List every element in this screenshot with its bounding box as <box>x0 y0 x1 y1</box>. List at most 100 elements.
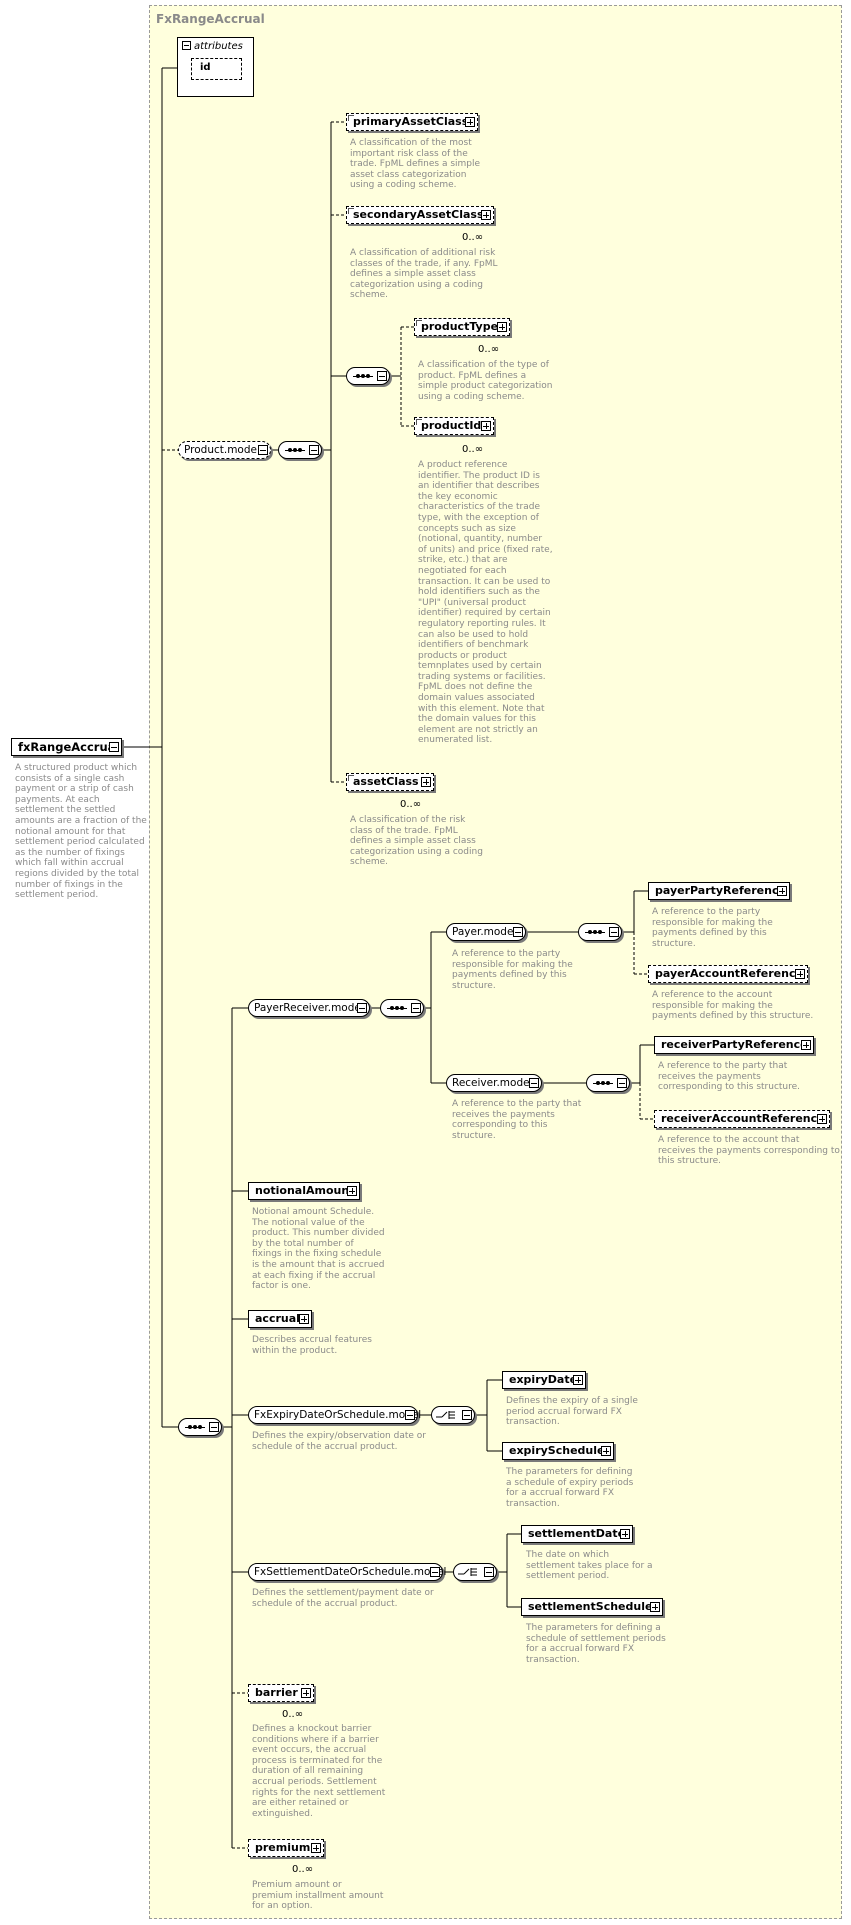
element-expiryDate[interactable]: expiryDate <box>502 1371 586 1389</box>
collapse-icon[interactable] <box>462 1410 472 1420</box>
receiver-model-description: A reference to the party that receives t… <box>452 1099 582 1141</box>
group-fx-settlement-date-or-schedule[interactable]: FxSettlementDateOrSchedule.model <box>248 1563 446 1581</box>
accrual-description: Describes accrual features within the pr… <box>252 1335 372 1356</box>
sequence-compositor-main[interactable] <box>178 1418 222 1436</box>
attributes-box[interactable]: attributes id <box>177 37 254 97</box>
root-description: A structured product which consists of a… <box>15 763 147 901</box>
assetClass-cardinality: 0..∞ <box>400 799 422 810</box>
productId-cardinality: 0..∞ <box>462 444 484 455</box>
root-element-fxRangeAccrual[interactable]: fxRangeAccrual <box>11 738 122 756</box>
element-primaryAssetClass[interactable]: primaryAssetClass <box>346 113 478 131</box>
expand-icon[interactable] <box>620 1529 630 1539</box>
element-receiverPartyReference[interactable]: receiverPartyReference <box>654 1036 814 1054</box>
collapse-icon[interactable] <box>182 41 191 50</box>
expand-icon[interactable] <box>301 1688 311 1698</box>
expand-icon[interactable] <box>481 421 491 431</box>
collapse-icon[interactable] <box>484 1567 494 1577</box>
sequence-compositor[interactable] <box>578 923 622 941</box>
collapse-icon[interactable] <box>109 742 119 752</box>
premium-cardinality: 0..∞ <box>292 1864 314 1875</box>
collapse-icon[interactable] <box>617 1078 627 1088</box>
choice-compositor[interactable] <box>431 1406 475 1424</box>
choice-icon <box>458 1568 477 1576</box>
element-secondaryAssetClass[interactable]: secondaryAssetClass <box>346 206 494 224</box>
element-productId[interactable]: productId <box>414 417 494 435</box>
expand-icon[interactable] <box>465 117 475 127</box>
settlement-model-description: Defines the settlement/payment date or s… <box>252 1588 434 1609</box>
expand-icon[interactable] <box>299 1314 309 1324</box>
collapse-icon[interactable] <box>411 1003 421 1013</box>
secondaryAssetClass-cardinality: 0..∞ <box>462 232 484 243</box>
collapse-icon[interactable] <box>309 445 319 455</box>
sequence-compositor[interactable] <box>278 441 322 459</box>
barrier-description: Defines a knockout barrier conditions wh… <box>252 1724 386 1819</box>
productType-description: A classification of the type of product.… <box>418 360 553 402</box>
group-fx-expiry-date-or-schedule[interactable]: FxExpiryDateOrSchedule.model <box>248 1406 421 1424</box>
element-settlementDate[interactable]: settlementDate <box>521 1525 633 1543</box>
settlementSchedule-description: The parameters for defining a schedule o… <box>526 1623 666 1665</box>
sequence-compositor[interactable] <box>380 999 424 1017</box>
collapse-icon[interactable] <box>357 1003 367 1013</box>
receiverAccountReference-description: A reference to the account that receives… <box>658 1135 840 1167</box>
collapse-icon[interactable] <box>513 927 523 937</box>
payerAccountReference-description: A reference to the account responsible f… <box>652 990 814 1022</box>
collapse-icon[interactable] <box>377 371 387 381</box>
collapse-icon[interactable] <box>609 927 619 937</box>
expand-icon[interactable] <box>311 1843 321 1853</box>
collapse-icon[interactable] <box>405 1410 415 1420</box>
premium-description: Premium amount or premium installment am… <box>252 1880 384 1912</box>
expiryDate-description: Defines the expiry of a single period ac… <box>506 1396 638 1428</box>
element-settlementSchedule[interactable]: settlementSchedule <box>521 1598 663 1616</box>
element-assetClass[interactable]: assetClass <box>346 773 434 791</box>
group-payer-receiver-model[interactable]: PayerReceiver.model <box>248 999 370 1017</box>
receiverPartyReference-description: A reference to the party that receives t… <box>658 1061 801 1093</box>
choice-icon <box>436 1411 455 1419</box>
expirySchedule-description: The parameters for defining a schedule o… <box>506 1467 634 1509</box>
notionalAmount-description: Notional amount Schedule. The notional v… <box>252 1207 385 1292</box>
expand-icon[interactable] <box>601 1446 611 1456</box>
expand-icon[interactable] <box>817 1114 827 1124</box>
collapse-icon[interactable] <box>529 1078 539 1088</box>
element-expirySchedule[interactable]: expirySchedule <box>502 1442 614 1460</box>
expiry-model-description: Defines the expiry/observation date or s… <box>252 1431 426 1452</box>
primaryAssetClass-description: A classification of the most important r… <box>350 138 481 191</box>
group-product-model[interactable]: Product.model <box>178 441 271 459</box>
expand-icon[interactable] <box>650 1602 660 1612</box>
collapse-icon[interactable] <box>430 1567 440 1577</box>
group-payer-model[interactable]: Payer.model <box>446 923 526 941</box>
expand-icon[interactable] <box>573 1375 583 1385</box>
secondaryAssetClass-description: A classification of additional risk clas… <box>350 248 498 301</box>
attributes-label: attributes <box>194 41 243 52</box>
element-notionalAmount[interactable]: notionalAmount <box>248 1182 360 1200</box>
sequence-compositor[interactable] <box>586 1074 630 1092</box>
expand-icon[interactable] <box>347 1186 357 1196</box>
element-payerPartyReference[interactable]: payerPartyReference <box>648 882 790 900</box>
expand-icon[interactable] <box>497 322 507 332</box>
element-premium[interactable]: premium <box>248 1839 324 1857</box>
attribute-id[interactable]: id <box>191 58 242 80</box>
collapse-icon[interactable] <box>209 1422 219 1432</box>
productType-cardinality: 0..∞ <box>478 344 500 355</box>
type-title: FxRangeAccrual <box>156 12 265 26</box>
collapse-icon[interactable] <box>258 445 268 455</box>
element-productType[interactable]: productType <box>414 318 510 336</box>
expand-icon[interactable] <box>801 1040 811 1050</box>
element-receiverAccountReference[interactable]: receiverAccountReference <box>654 1110 830 1128</box>
expand-icon[interactable] <box>795 969 805 979</box>
expand-icon[interactable] <box>777 886 787 896</box>
expand-icon[interactable] <box>421 777 431 787</box>
group-receiver-model[interactable]: Receiver.model <box>446 1074 542 1092</box>
productId-description: A product reference identifier. The prod… <box>418 460 553 746</box>
expand-icon[interactable] <box>481 210 491 220</box>
element-payerAccountReference[interactable]: payerAccountReference <box>648 965 808 983</box>
payer-model-description: A reference to the party responsible for… <box>452 949 573 991</box>
barrier-cardinality: 0..∞ <box>282 1709 304 1720</box>
settlementDate-description: The date on which settlement takes place… <box>526 1550 653 1582</box>
payerPartyReference-description: A reference to the party responsible for… <box>652 907 773 949</box>
element-barrier[interactable]: barrier <box>248 1684 314 1702</box>
assetClass-description: A classification of the risk class of th… <box>350 815 483 868</box>
choice-compositor[interactable] <box>453 1563 497 1581</box>
sequence-compositor[interactable] <box>346 367 390 385</box>
element-accrual[interactable]: accrual <box>248 1310 312 1328</box>
